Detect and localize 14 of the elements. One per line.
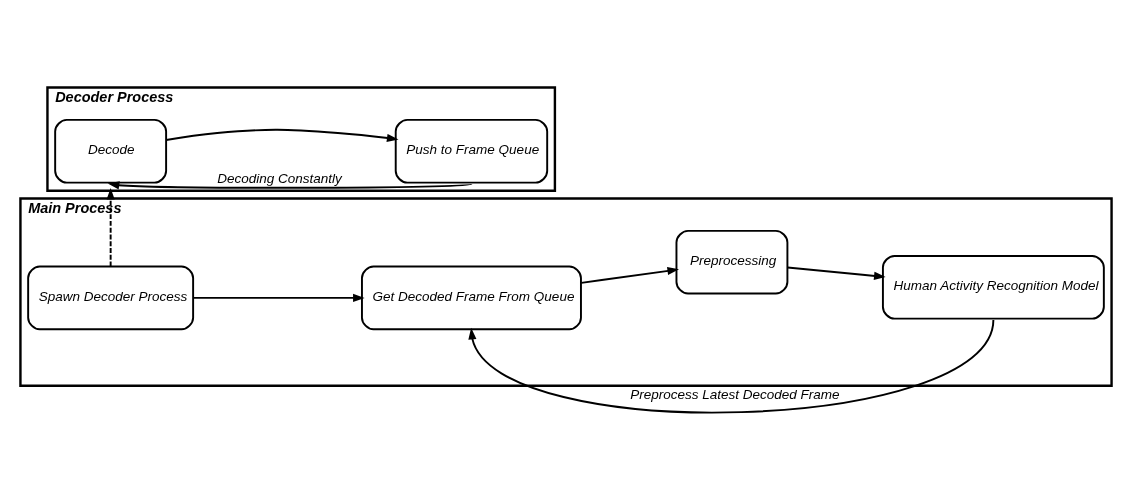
arrow	[786, 266, 886, 280]
arrow	[165, 128, 399, 142]
node-box: Get Decoded Frame From Queue	[361, 265, 582, 331]
arrow	[468, 319, 995, 414]
node-box: Decode	[54, 118, 168, 184]
node-box: Human Activity Recognition Model	[881, 254, 1105, 320]
node-box: Preprocessing	[675, 229, 789, 295]
edge-label: Decoding Constantly	[217, 171, 342, 187]
node-box: Spawn Decoder Process	[27, 265, 195, 331]
edge-label: Preprocess Latest Decoded Frame	[630, 387, 840, 403]
arrow	[580, 266, 680, 284]
arrow	[192, 293, 365, 302]
arrow	[106, 187, 115, 268]
node-box: Push to Frame Queue	[394, 118, 549, 184]
